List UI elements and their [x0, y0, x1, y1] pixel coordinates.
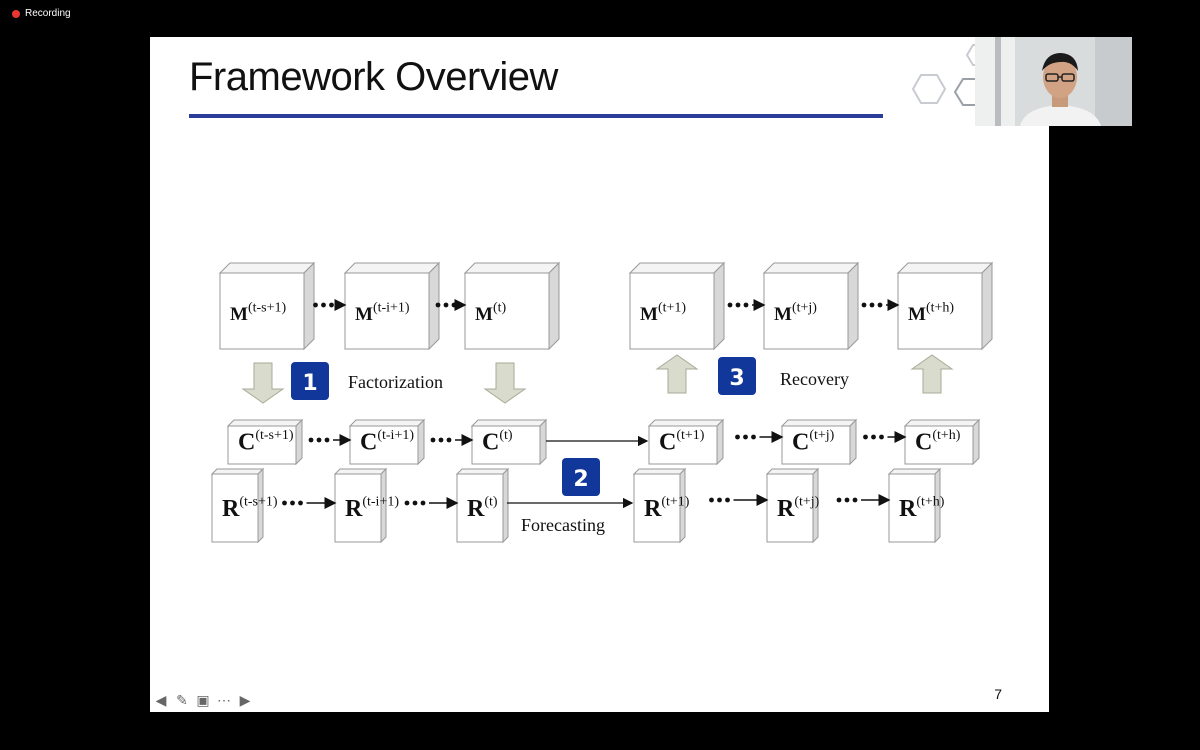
recovery-arrow-right [910, 354, 954, 394]
arrow-right-icon[interactable]: ▶ [239, 692, 251, 708]
r-connector-right-0 [709, 494, 769, 506]
m-box-left-1: M(t-i+1) [343, 261, 441, 351]
framework-diagram: M(t-s+1) M(t-i+1) M(t) M(t+1) M(t+j) M(t+h) C(… [210, 261, 994, 544]
c-box-left-2: C(t) [470, 418, 548, 466]
m-connector-right-0 [727, 299, 766, 311]
c-connector-left-1 [430, 434, 474, 446]
c-box-right-0: C(t+1) [647, 418, 725, 466]
m-box-right-2: M(t+h) [896, 261, 994, 351]
title-underline [189, 114, 883, 118]
m-box-left-2: M(t) [463, 261, 561, 351]
pen-icon[interactable]: ✎ [176, 692, 188, 708]
m-connector-left-1 [435, 299, 467, 311]
step-number: 1 [302, 371, 317, 396]
m-connector-left-0 [313, 299, 347, 311]
screen-icon[interactable]: ▣ [196, 692, 210, 708]
r-box-left-0: R(t-s+1) [210, 467, 278, 544]
r-box-left-2-label: R(t) [467, 494, 498, 522]
step-number: 2 [573, 467, 588, 492]
slide-navigation: ◀ ✎ ▣ ⋯ ▶ [152, 692, 254, 708]
recording-indicator: Recording [12, 8, 71, 19]
c-box-left-0: C(t-s+1) [226, 418, 304, 466]
slide-title: Framework Overview [189, 55, 558, 99]
c-box-right-1: C(t+j) [780, 418, 858, 466]
recovery-arrow-left [655, 354, 699, 394]
c-box-right-2: C(t+h) [903, 418, 981, 466]
m-box-right-0: M(t+1) [628, 261, 726, 351]
step-label-factorization: Factorization [348, 372, 443, 392]
webcam-video [975, 37, 1132, 126]
c-box-left-1: C(t-i+1) [348, 418, 426, 466]
more-icon[interactable]: ⋯ [217, 692, 231, 708]
r-box-left-2: R(t) [455, 467, 510, 544]
step-3-badge: 3 [718, 357, 756, 395]
c-connector-right-0 [735, 431, 784, 443]
step-2-badge: 2 [562, 458, 600, 496]
m-box-left-2-label: M(t) [475, 301, 506, 326]
c-connector-left-0 [308, 434, 352, 446]
factorization-arrow-right [483, 362, 527, 404]
c-connector-right-1 [863, 431, 907, 443]
r-connector-left-1 [404, 497, 459, 509]
r-box-right-2: R(t+h) [887, 467, 945, 544]
r-connector-left-0 [282, 497, 337, 509]
r-box-right-1: R(t+j) [765, 467, 820, 544]
recording-label: Recording [25, 8, 71, 19]
page-number: 7 [994, 686, 1002, 702]
m-box-left-0: M(t-s+1) [218, 261, 316, 351]
factorization-arrow-left [241, 362, 285, 404]
webcam-person-image [975, 37, 1132, 126]
record-dot-icon [12, 9, 20, 18]
m-box-right-1: M(t+j) [762, 261, 860, 351]
m-connector-right-1 [861, 299, 900, 311]
r-connector-right-1 [836, 494, 891, 506]
r-box-right-0: R(t+1) [632, 467, 690, 544]
r-box-left-1: R(t-i+1) [333, 467, 399, 544]
step-label-forecasting: Forecasting [521, 515, 605, 535]
step-label-recovery: Recovery [780, 369, 849, 389]
presentation-slide: Framework Overview M(t-s+1)M(t-i+1)M(t)M… [150, 37, 1049, 712]
step-1-badge: 1 [291, 362, 329, 400]
arrow-left-icon[interactable]: ◀ [155, 692, 167, 708]
step-number: 3 [729, 366, 744, 391]
